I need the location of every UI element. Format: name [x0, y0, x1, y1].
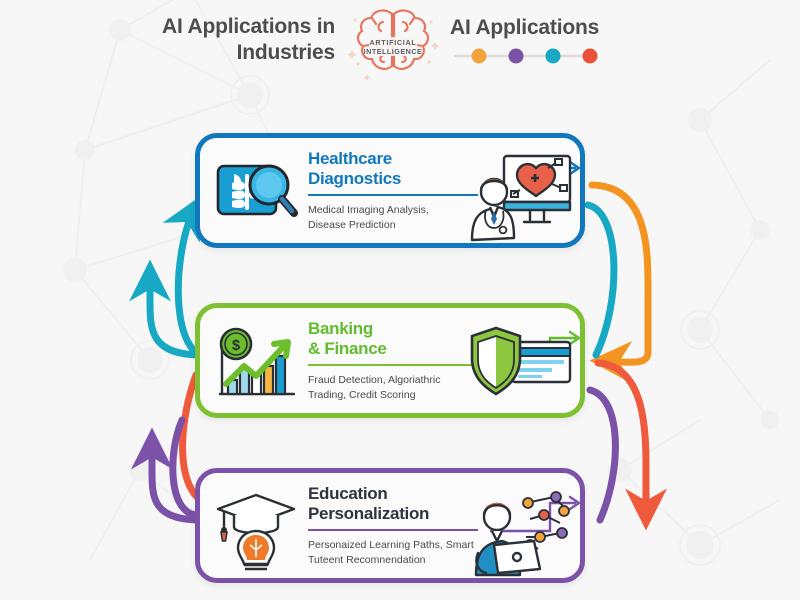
- card-banking-title: Banking & Finance: [308, 319, 387, 358]
- logo-line1: ARTIFICIAL: [370, 38, 417, 47]
- dot-orange[interactable]: [471, 48, 487, 64]
- card-education-subtitle: Personaized Learning Paths, Smart Tuteen…: [308, 538, 474, 566]
- card-banking-subtitle: Fraud Detection, Algoriathric Trading, C…: [308, 373, 441, 401]
- graduation-cap-lightbulb-icon: [216, 493, 296, 571]
- card-healthcare-title: Healthcare Diagnostics: [308, 149, 402, 188]
- svg-text:$: $: [232, 337, 241, 354]
- header: AI Applications in Industries ARTIFICIAL…: [0, 0, 800, 95]
- card-banking-rule: [308, 363, 478, 366]
- card-education-body: Education Personalization Personaized Le…: [308, 484, 498, 568]
- page-title-right: AI Applications: [450, 16, 600, 39]
- card-healthcare-body: Healthcare Diagnostics Medical Imaging A…: [308, 149, 498, 233]
- card-healthcare-rule: [308, 193, 478, 196]
- brain-icon: ARTIFICIAL INTELLIGENCE: [347, 9, 439, 81]
- card-banking[interactable]: $ Banking & Finance Fraud Detection, Alg…: [195, 303, 585, 418]
- card-banking-body: Banking & Finance Fraud Detection, Algor…: [308, 319, 498, 403]
- card-education-rule: [308, 528, 478, 531]
- connector-left-purple-inner: [169, 416, 200, 519]
- connector-right-red: [594, 359, 667, 531]
- connector-right-purple: [586, 386, 619, 524]
- student-laptop-network-icon: [474, 491, 570, 577]
- dot-red[interactable]: [582, 48, 598, 64]
- doctor-monitor-heart-icon: [470, 154, 572, 242]
- connector-left-purple-outer: [131, 427, 209, 524]
- dot-indicator-group: [454, 48, 598, 64]
- xray-magnifier-icon: [216, 164, 298, 217]
- card-education[interactable]: Education Personalization Personaized Le…: [195, 468, 585, 583]
- logo-line2: INTELLIGENCE: [364, 47, 423, 56]
- card-healthcare[interactable]: Healthcare Diagnostics Medical Imaging A…: [195, 133, 585, 248]
- card-healthcare-subtitle: Medical Imaging Analysis, Disease Predic…: [308, 203, 429, 231]
- page-title-left: AI Applications in Industries: [162, 15, 335, 64]
- dollar-growth-chart-icon: $: [218, 327, 296, 396]
- shield-credit-card-icon: [470, 326, 572, 396]
- dot-purple[interactable]: [508, 48, 524, 64]
- connector-right-teal: [584, 201, 618, 359]
- dot-teal[interactable]: [545, 48, 561, 64]
- connector-right-orange: [588, 181, 652, 384]
- card-education-title: Education Personalization: [308, 484, 430, 523]
- connector-left-teal-outer: [129, 259, 209, 359]
